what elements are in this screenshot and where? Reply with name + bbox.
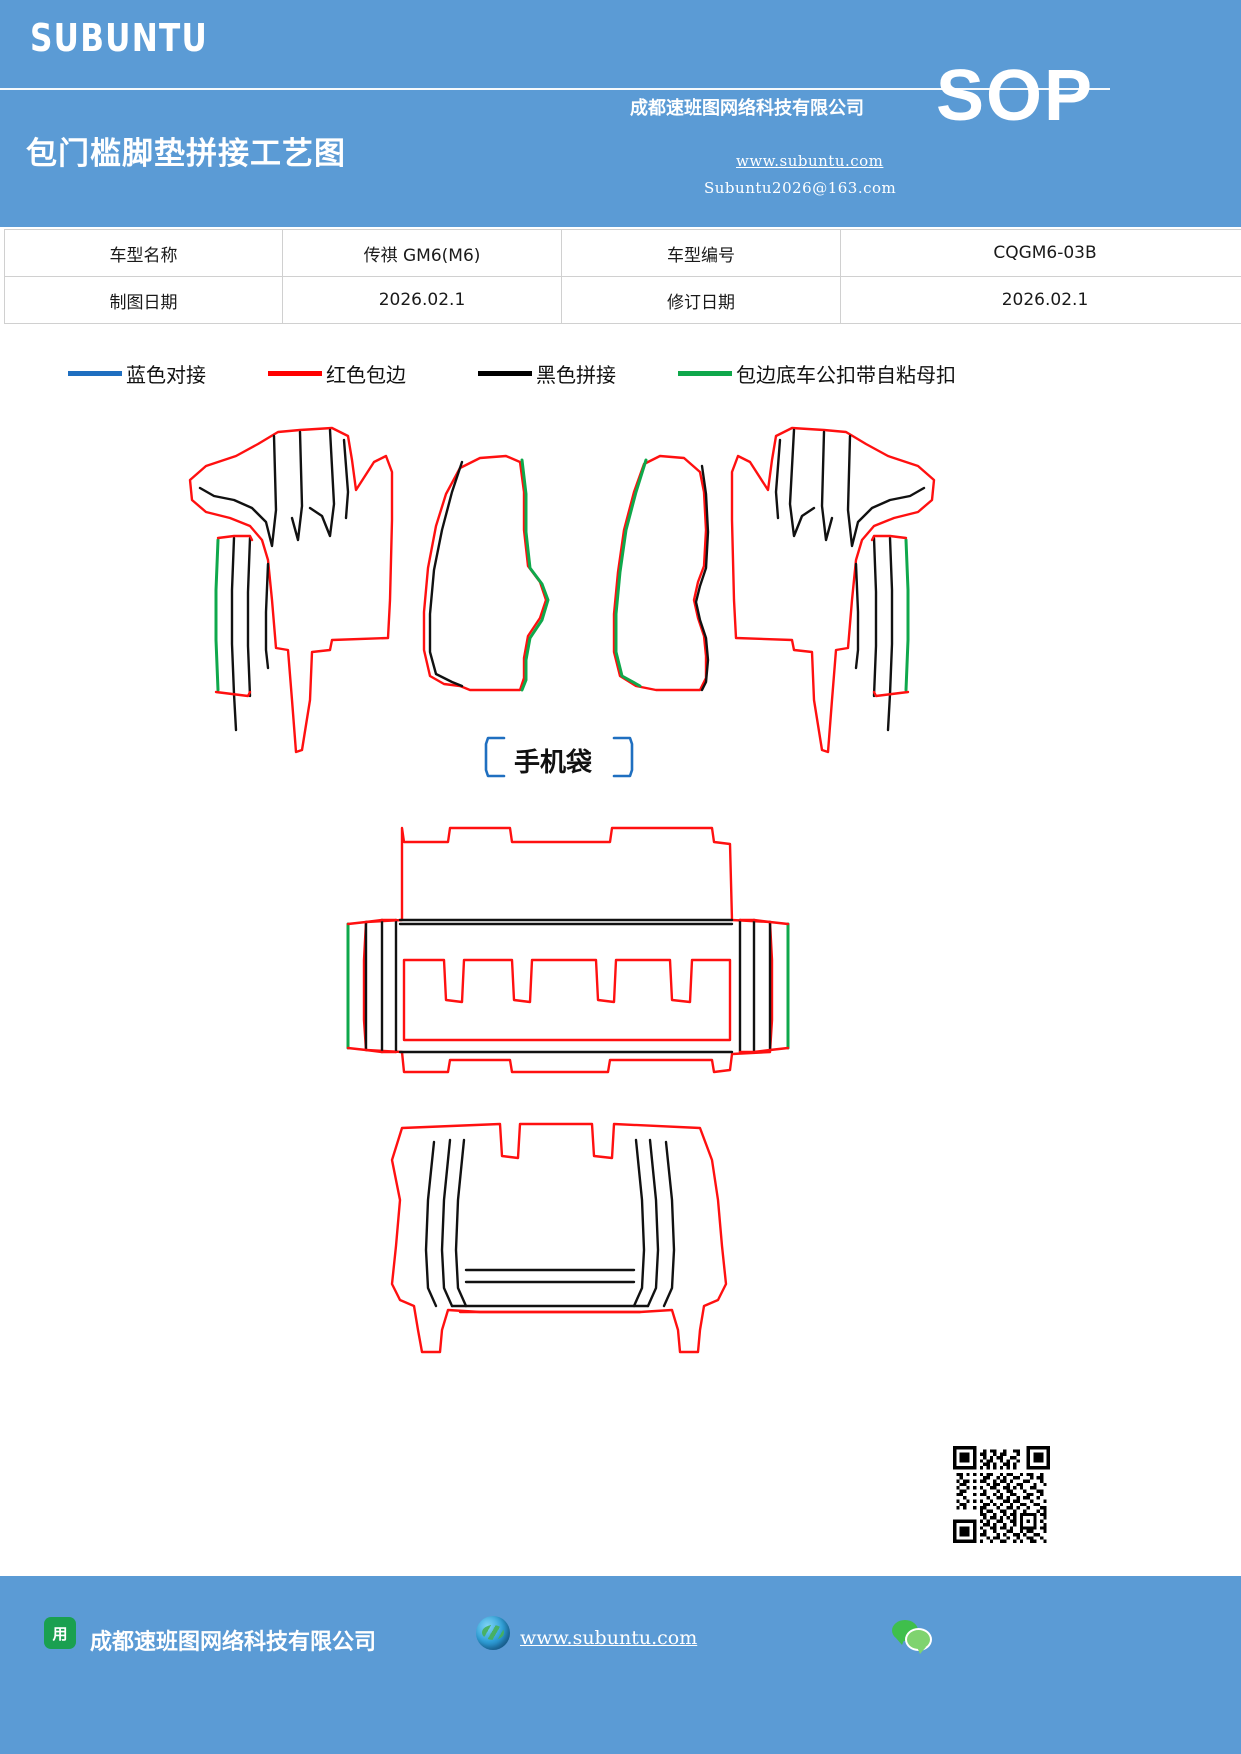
cell-model-code-value: CQGM6-03B (840, 229, 1241, 277)
technical-drawing-area (0, 400, 1241, 1420)
legend-label-green: 包边底车公扣带自粘母扣 (736, 362, 956, 387)
footer-website-link[interactable]: www.subuntu.com (520, 1627, 698, 1649)
panel-third-row-mat (390, 1122, 728, 1354)
footer-company-name: 成都速班图网络科技有限公司 (90, 1630, 377, 1655)
cell-model-name-value: 传祺 GM6(M6) (282, 229, 562, 277)
cell-draw-date-value: 2026.02.1 (282, 276, 562, 324)
qr-code (949, 1442, 1062, 1555)
legend-label-blue: 蓝色对接 (126, 362, 206, 387)
legend-label-black: 黑色拼接 (536, 362, 616, 387)
document-type-badge: SOP (936, 56, 1095, 136)
cell-model-name-label: 车型名称 (4, 229, 283, 277)
header-divider (0, 88, 1110, 90)
page-title: 包门槛脚垫拼接工艺图 (26, 136, 346, 172)
table-row: 车型名称 传祺 GM6(M6) 车型编号 CQGM6-03B (4, 229, 1241, 277)
panel-driver-footwell-mat (422, 454, 550, 692)
panel-passenger-side-mat (730, 426, 936, 754)
company-badge-icon (44, 1617, 76, 1649)
legend: 蓝色对接 红色包边 黑色拼接 包边底车公扣带自粘母扣 (0, 358, 1241, 392)
legend-swatch-blue-icon (68, 370, 122, 376)
cell-revise-date-label: 修订日期 (561, 276, 841, 324)
legend-swatch-green-icon (678, 370, 732, 376)
page-header: SUBUNTU 包门槛脚垫拼接工艺图 成都速班图网络科技有限公司 www.sub… (0, 0, 1241, 227)
legend-item-red: 红色包边 (268, 358, 406, 388)
header-company-name: 成都速班图网络科技有限公司 (630, 98, 864, 119)
cell-draw-date-label: 制图日期 (4, 276, 283, 324)
qr-code-svg (953, 1446, 1050, 1543)
panel-passenger-footwell-mat (612, 454, 710, 692)
legend-swatch-red-icon (268, 370, 322, 376)
wechat-icon (892, 1618, 932, 1654)
legend-item-black: 黑色拼接 (478, 358, 616, 388)
vehicle-info-table: 车型名称 传祺 GM6(M6) 车型编号 CQGM6-03B 制图日期 2026… (4, 229, 1241, 324)
phone-pocket-brackets (484, 736, 634, 778)
mat-pattern-svg (188, 426, 936, 1354)
globe-icon (476, 1616, 510, 1650)
wechat-bubble-front (905, 1628, 932, 1654)
legend-item-green: 包边底车公扣带自粘母扣 (678, 358, 956, 388)
cell-model-code-label: 车型编号 (561, 229, 841, 277)
cell-revise-date-value: 2026.02.1 (840, 276, 1241, 324)
header-email: Subuntu2026@163.com (704, 179, 897, 197)
legend-swatch-black-icon (478, 370, 532, 376)
header-website-link[interactable]: www.subuntu.com (736, 152, 884, 170)
legend-item-blue: 蓝色对接 (68, 358, 206, 388)
table-row: 制图日期 2026.02.1 修订日期 2026.02.1 (4, 276, 1241, 324)
brand-logo: SUBUNTU (30, 16, 209, 60)
panel-second-row-mat (346, 826, 790, 1074)
legend-label-red: 红色包边 (326, 362, 406, 387)
panel-driver-side-mat (188, 426, 394, 754)
page-footer (0, 1576, 1241, 1754)
phone-pocket-label: 手机袋 (514, 748, 593, 778)
